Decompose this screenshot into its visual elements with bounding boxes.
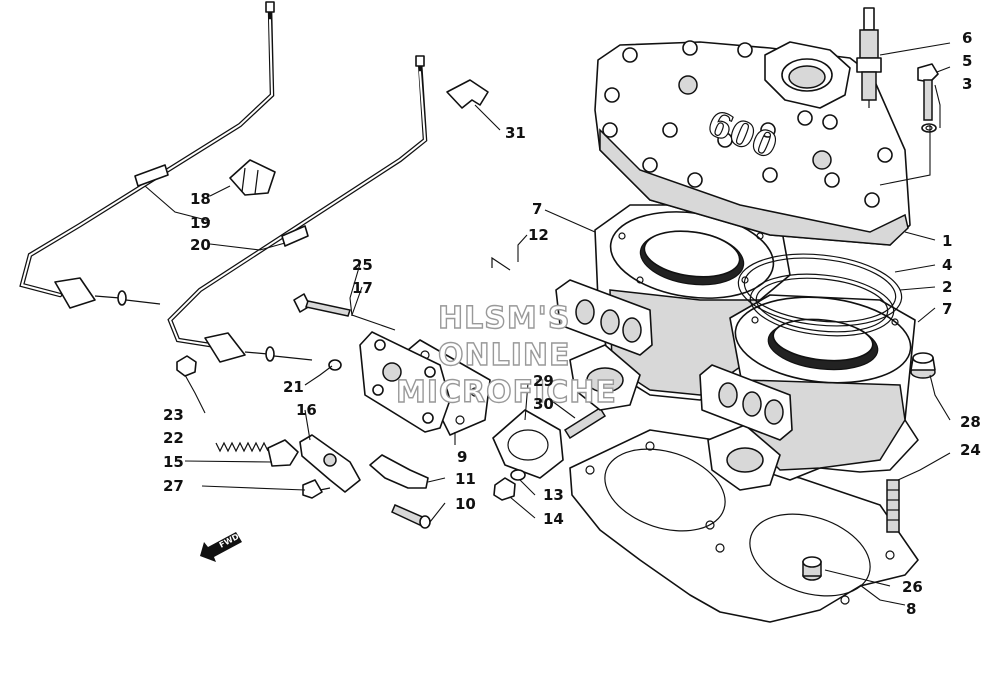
watermark-line-3: MICROFICHE xyxy=(396,375,617,410)
small-o-ring xyxy=(328,359,342,371)
spring xyxy=(215,441,269,453)
callout-17: 17 xyxy=(352,279,373,297)
stud xyxy=(886,479,900,533)
lever-screw xyxy=(391,504,431,529)
callout-24: 24 xyxy=(960,441,981,459)
callout-21: 21 xyxy=(283,378,304,396)
callout-3: 3 xyxy=(962,75,972,93)
head-bolt xyxy=(917,63,939,121)
exhaust-washer xyxy=(510,469,526,481)
callout-19: 19 xyxy=(190,214,211,232)
cable-pin xyxy=(491,256,511,271)
cable-20 xyxy=(167,55,428,363)
callout-1: 1 xyxy=(942,232,952,250)
callout-25: 25 xyxy=(352,256,373,274)
watermark: HLSM'S ONLINE MICROFICHE xyxy=(395,300,617,410)
valve-lever xyxy=(299,434,361,493)
watermark-line-1: HLSM'S xyxy=(438,301,570,336)
callout-7-top: 7 xyxy=(532,200,542,218)
callout-6: 6 xyxy=(962,29,972,47)
valve-housing xyxy=(359,331,451,433)
valve-cam xyxy=(369,454,429,489)
callout-4: 4 xyxy=(942,256,952,274)
o-ring xyxy=(749,273,895,337)
callout-16: 16 xyxy=(296,401,317,419)
callout-18: 18 xyxy=(190,190,211,208)
lever-bolt xyxy=(302,479,331,499)
cable-19 xyxy=(19,1,275,309)
exhaust-nut xyxy=(493,477,516,501)
callout-10: 10 xyxy=(455,495,476,513)
exhaust-flange xyxy=(492,409,564,479)
cable-connector xyxy=(267,439,299,467)
callout-13: 13 xyxy=(543,486,564,504)
callout-labels: 1 2 3 4 5 6 7 7 8 9 10 11 12 13 14 15 16… xyxy=(163,29,981,618)
cover-bolt xyxy=(293,293,351,317)
watermark-line-2: ONLINE xyxy=(438,338,571,373)
callout-12: 12 xyxy=(528,226,549,244)
exhaust-stud xyxy=(563,406,607,440)
spark-plug xyxy=(856,7,882,108)
callout-11: 11 xyxy=(455,470,476,488)
cable-nut xyxy=(176,355,197,377)
callout-15: 15 xyxy=(163,453,184,471)
callout-30: 30 xyxy=(533,395,554,413)
callout-29: 29 xyxy=(533,372,554,390)
callout-8: 8 xyxy=(906,600,916,618)
cable-clip xyxy=(446,79,489,109)
head-gasket-ring xyxy=(737,253,903,327)
callout-26: 26 xyxy=(902,578,923,596)
callout-14: 14 xyxy=(543,510,564,528)
callout-2: 2 xyxy=(942,278,952,296)
callout-5: 5 xyxy=(962,52,972,70)
callout-22: 22 xyxy=(163,429,184,447)
callout-20: 20 xyxy=(190,236,211,254)
dowel-pin xyxy=(802,556,822,581)
flange-nut xyxy=(910,352,936,379)
callout-23: 23 xyxy=(163,406,184,424)
forward-arrow-icon: FWD xyxy=(200,532,242,562)
callout-28: 28 xyxy=(960,413,981,431)
cable-clamp xyxy=(229,159,276,196)
intake-plate-front xyxy=(699,364,793,441)
callout-31: 31 xyxy=(505,124,526,142)
callout-9: 9 xyxy=(457,448,467,466)
callout-7-right: 7 xyxy=(942,300,952,318)
washer xyxy=(921,123,937,133)
exhaust-port-rear xyxy=(569,344,641,411)
intake-plate-rear xyxy=(555,279,653,356)
callout-27: 27 xyxy=(163,477,184,495)
cylinder-head: 600 xyxy=(594,40,911,246)
leader-lines xyxy=(144,42,951,606)
exhaust-port-front xyxy=(707,424,781,491)
